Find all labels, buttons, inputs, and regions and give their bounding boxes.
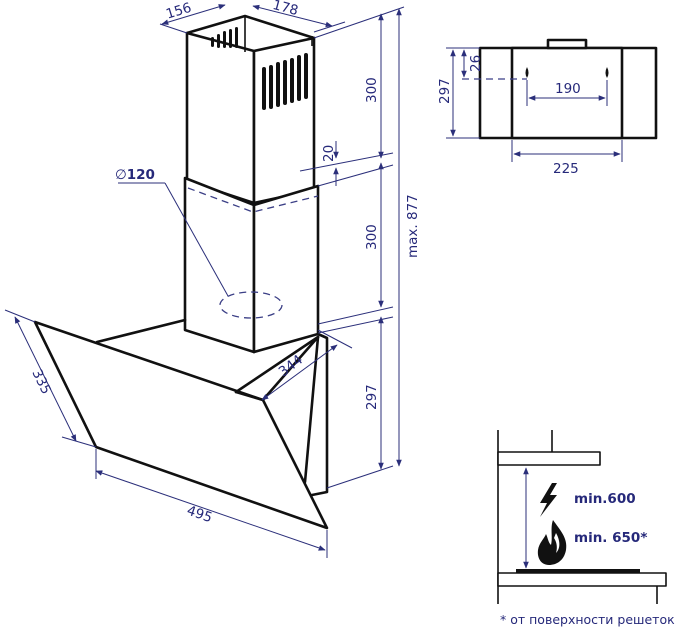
mount-bracket-view: 190 297 26 225 (437, 38, 658, 177)
flame-icon (537, 520, 567, 565)
duct-outlet-outline (219, 291, 283, 319)
dim-diameter: ∅120 (115, 167, 229, 297)
dim-297-bracket: 297 (437, 78, 453, 104)
upper-chimney (185, 14, 316, 205)
bracket-plate (510, 46, 624, 140)
hood-body (33, 318, 329, 530)
hood-block (497, 451, 601, 466)
dim-190: 190 (555, 81, 581, 97)
clearance-gas: min. 650* (574, 530, 647, 546)
dim-max-877: max. 877 (405, 194, 421, 258)
vent-slots-right (262, 53, 308, 110)
cooktop-surface (516, 569, 640, 573)
bracket-tab (546, 38, 588, 50)
vent-slots-back (211, 27, 238, 48)
clearance-view: min.600 min. 650* * от поверхности решет… (497, 430, 675, 627)
dim-178: 178 (271, 0, 300, 19)
footnote: * от поверхности решеток (500, 612, 675, 627)
counter-block (497, 572, 667, 587)
main-view: 156 178 300 20 300 297 max. 877 (4, 0, 421, 558)
dim-vertical: 300 20 300 297 max. 877 (299, 6, 421, 489)
dim-495: 495 (185, 503, 215, 527)
glass-panel (33, 320, 329, 530)
diameter-symbol: ∅ (115, 167, 127, 183)
dim-top: 156 178 (159, 0, 346, 34)
dim-297-body: 297 (364, 384, 380, 410)
dim-335: 335 (28, 367, 54, 397)
clearance-electric: min.600 (574, 491, 636, 507)
lightning-icon (540, 483, 557, 517)
dim-120: 120 (127, 167, 155, 183)
dim-156: 156 (164, 0, 193, 23)
dim-300-upper: 300 (364, 77, 380, 103)
dim-300-lower: 300 (364, 224, 380, 250)
keyhole-left (525, 67, 529, 78)
dim-225: 225 (553, 161, 579, 177)
svg-text:∅120: ∅120 (115, 167, 155, 183)
keyhole-right (605, 67, 609, 78)
dim-20-overlap: 20 (321, 145, 337, 162)
lower-chimney (183, 176, 320, 354)
dim-26: 26 (468, 55, 484, 72)
